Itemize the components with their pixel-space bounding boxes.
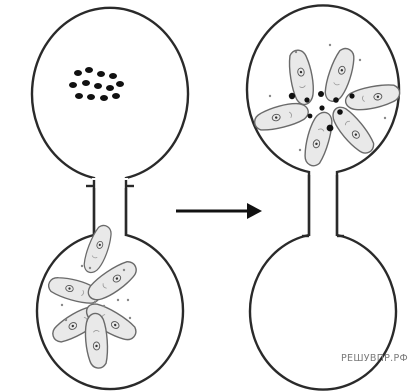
apparatus-after bbox=[247, 5, 402, 389]
apparatus-after-outline bbox=[247, 5, 399, 389]
apparatus-before bbox=[32, 8, 188, 389]
watermark: РЕШУВПР.РФ bbox=[341, 353, 408, 364]
right-arrow-icon bbox=[176, 203, 262, 219]
